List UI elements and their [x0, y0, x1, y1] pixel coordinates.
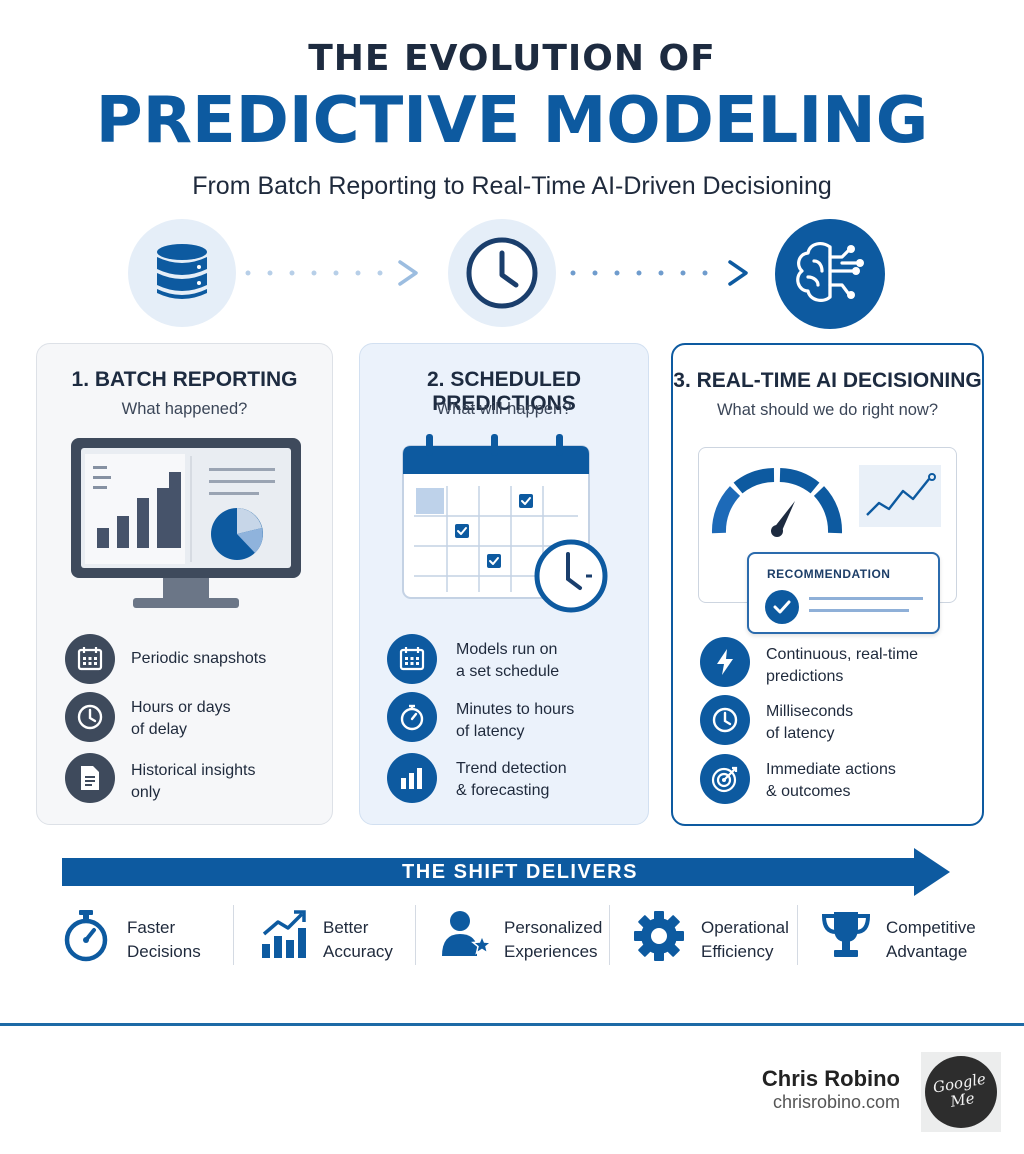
document-icon [65, 753, 115, 803]
clock-icon [65, 692, 115, 742]
trend-line-icon [859, 465, 941, 527]
page-title: PREDICTIVE MODELING [95, 84, 929, 158]
stage-title: 2. SCHEDULED PREDICTIONS [426, 368, 582, 415]
feature-text: Periodic snapshots [131, 650, 267, 667]
recommendation-card: RECOMMENDATION [747, 552, 940, 634]
recommendation-line [809, 597, 923, 600]
footer-divider [0, 1023, 1024, 1026]
stage-question: What happened? [121, 400, 248, 418]
trophy-icon [821, 912, 871, 957]
stopwatch-icon [64, 910, 108, 962]
clock-icon [700, 695, 750, 745]
feature-text: Immediate actions& outcomes [766, 761, 896, 800]
page-subtitle: From Batch Reporting to Real-Time AI-Dri… [192, 172, 832, 200]
author-name: Chris Robino [761, 1066, 900, 1091]
shift-label: THE SHIFT DELIVERS [402, 861, 638, 883]
arrow-dots-1 [245, 260, 418, 286]
title-line-1: THE EVOLUTION OF [308, 38, 716, 79]
clock-icon [466, 237, 538, 309]
calendar-icon [65, 634, 115, 684]
benefit-divider [415, 905, 416, 965]
gauge-icon [711, 468, 843, 537]
stage-card-batch: 1. BATCH REPORTING What happened? Period… [36, 343, 333, 825]
stopwatch-icon [387, 692, 437, 742]
stage-question: What will happen? [436, 400, 572, 418]
google-me-text: Google Me [931, 1069, 988, 1111]
gear-icon [634, 911, 684, 961]
check-icon [765, 590, 799, 624]
growth-chart-icon [262, 910, 306, 958]
recommendation-label: RECOMMENDATION [767, 567, 891, 581]
database-stage-icon [128, 219, 236, 327]
ai-brain-icon [796, 242, 864, 302]
clock-stage-icon [448, 219, 556, 327]
benefit-divider [797, 905, 798, 965]
stage-title: 1. BATCH REPORTING [71, 368, 298, 391]
calendar-clock-icon [402, 434, 608, 613]
google-me-badge[interactable]: Google Me [921, 1052, 1001, 1132]
arrow-right-icon [728, 260, 748, 286]
calendar-icon [387, 634, 437, 684]
shift-arrow-banner [62, 848, 950, 896]
stage-card-realtime: 3. REAL-TIME AI DECISIONING What should … [671, 343, 984, 826]
database-icon [157, 244, 207, 299]
stage-title: 3. REAL-TIME AI DECISIONING [673, 369, 982, 392]
stage-card-scheduled: 2. SCHEDULED PREDICTIONS What will happe… [359, 343, 649, 825]
arrow-right-icon [398, 260, 418, 286]
stage-question: What should we do right now? [716, 401, 939, 419]
recommendation-line [809, 609, 909, 612]
feature-text: Trend detection& forecasting [456, 760, 567, 799]
lightning-icon [700, 637, 750, 687]
brain-stage-icon [775, 219, 885, 329]
person-star-icon [442, 911, 492, 956]
benefit-divider [609, 905, 610, 965]
monitor-dashboard-icon [71, 438, 301, 608]
benefit-divider [233, 905, 234, 965]
arrow-dots-2 [570, 260, 748, 286]
bar-chart-icon [387, 753, 437, 803]
google-me-logo: Google Me [925, 1056, 997, 1128]
target-icon [700, 754, 750, 804]
author-website[interactable]: chrisrobino.com [772, 1092, 900, 1112]
